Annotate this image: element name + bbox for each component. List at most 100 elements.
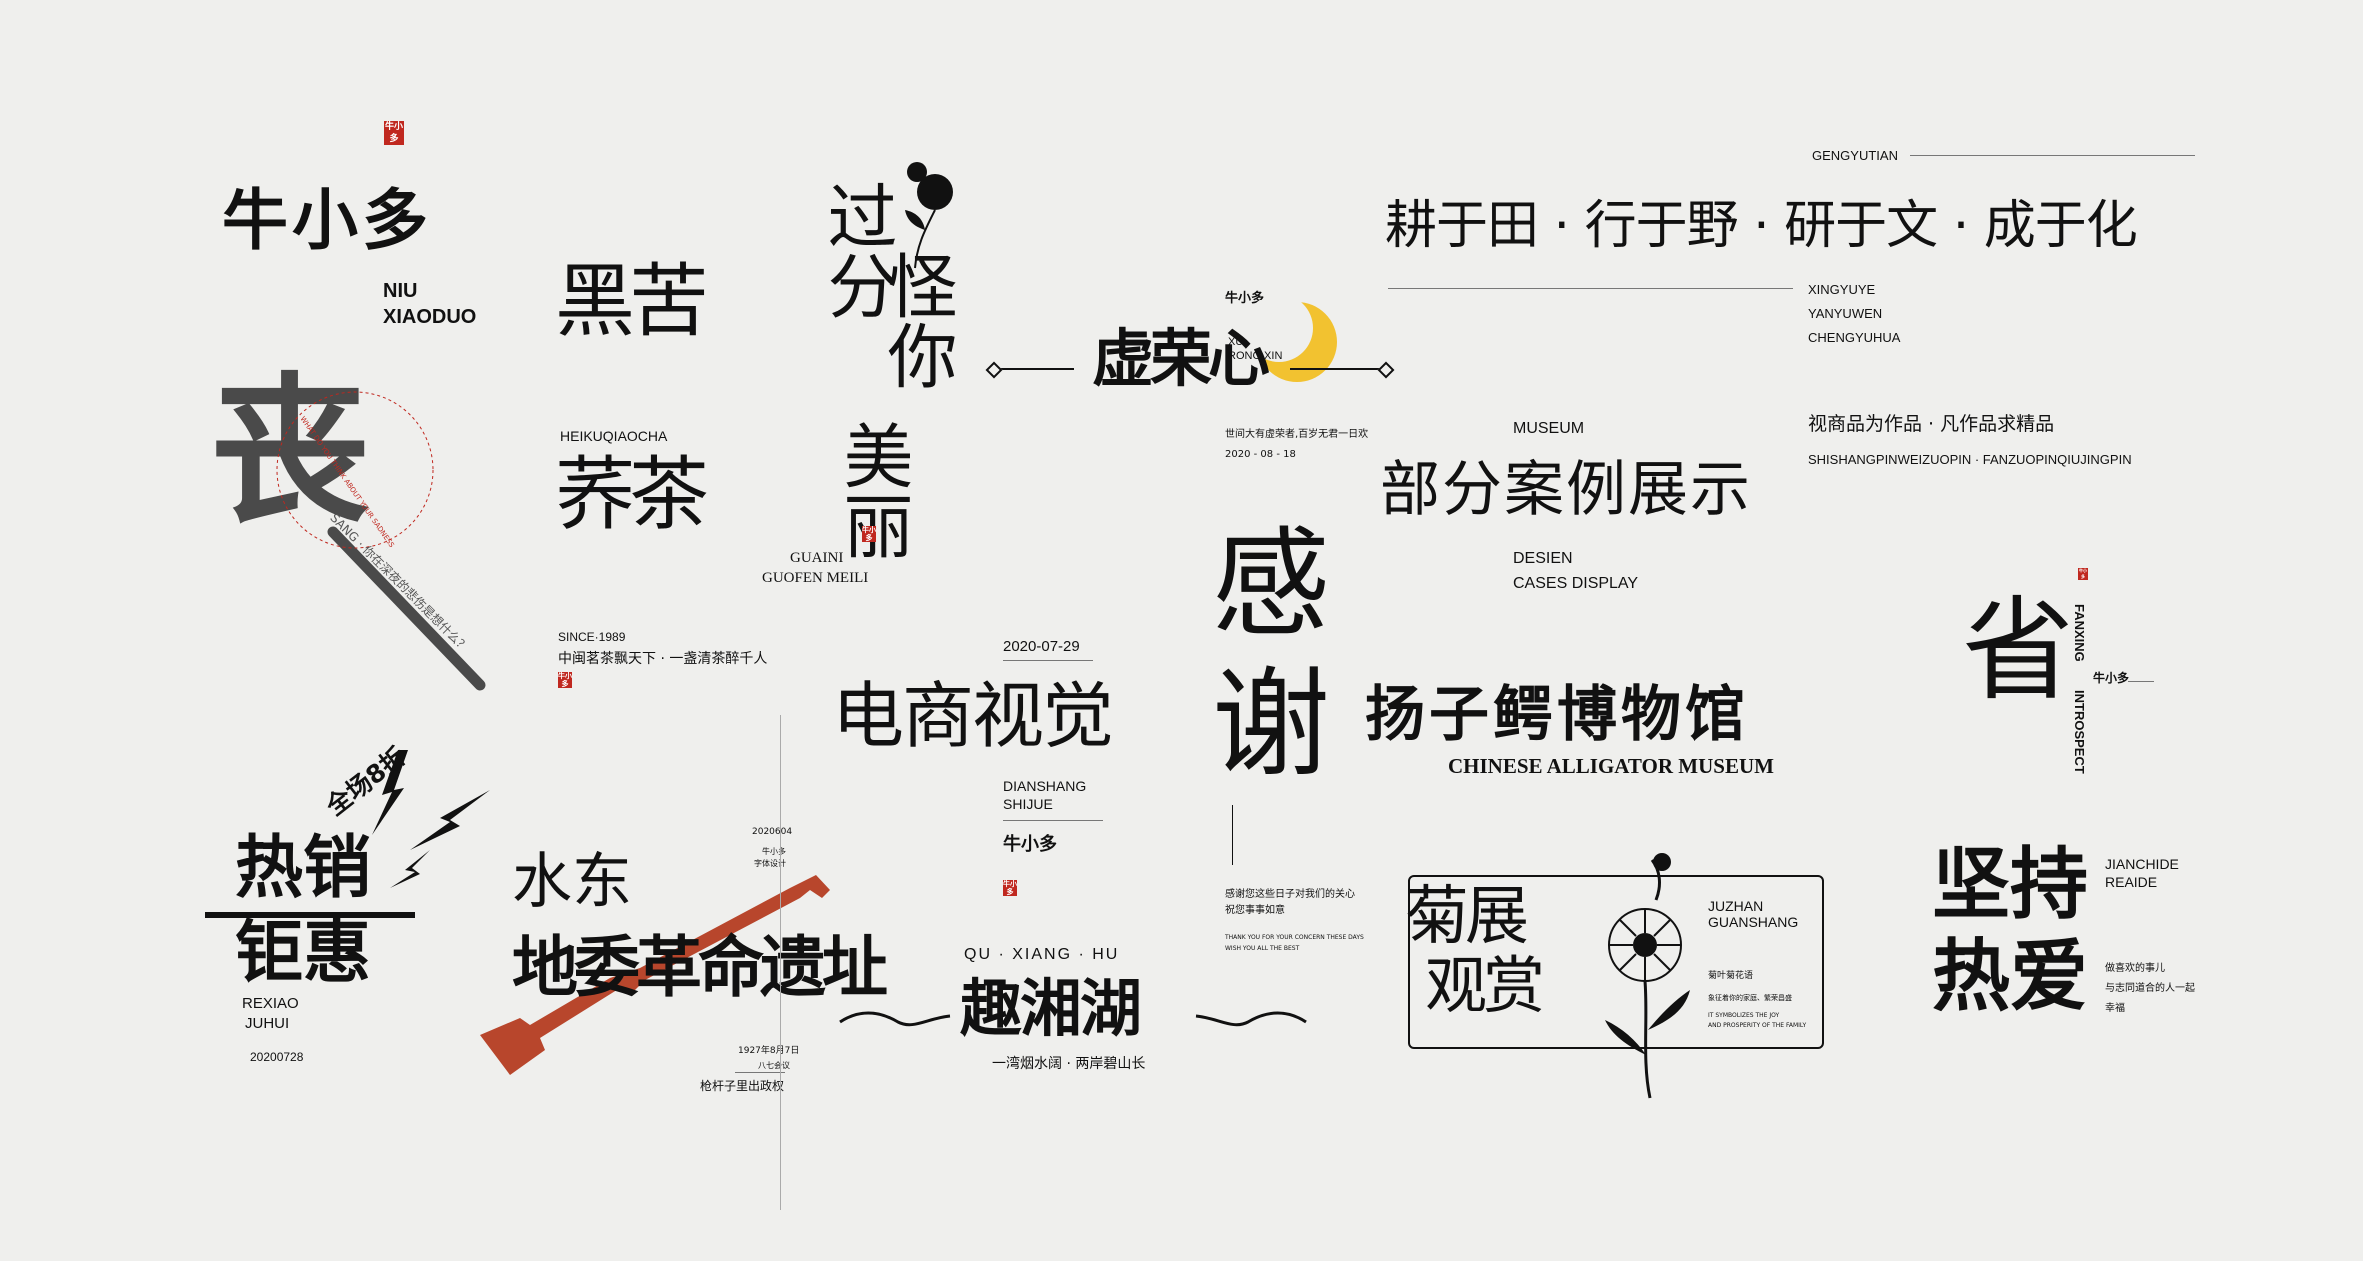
xurongxin-rule-right xyxy=(1290,368,1390,370)
heiku-pinyin: HEIKUQIAOCHA xyxy=(560,428,668,444)
rexiao-en2: JUHUI xyxy=(245,1015,290,1032)
xurongxin-en1: XU xyxy=(1228,336,1244,348)
fanxing-en1: FANXING xyxy=(2072,604,2087,662)
xurongxin-rule-left xyxy=(992,368,1074,370)
dianshang-en1: DIANSHANG xyxy=(1003,778,1087,794)
flower-icon xyxy=(905,162,953,269)
quxianghu-title: 趣湘湖 xyxy=(960,972,1142,1045)
quxianghu-waves xyxy=(839,1011,1307,1027)
xurongxin-diamond-right xyxy=(1377,361,1395,379)
sang-glyph: 丧 xyxy=(210,358,371,545)
guaini-en2: GUOFEN MEILI xyxy=(762,570,869,586)
xurongxin-brand: 牛小多 xyxy=(1225,291,1265,306)
gengyutian-sub2: YANYUWEN xyxy=(1808,306,1883,321)
ganxie-en2: WISH YOU ALL THE BEST xyxy=(1225,945,1300,952)
ganxie-divider xyxy=(1232,805,1233,865)
ganxie-line2: 谢 xyxy=(1212,655,1331,793)
fanxing-en2: INTROSPECT xyxy=(2072,690,2087,774)
shuidong-slogan: 枪杆子里出政权 xyxy=(700,1079,785,1093)
rifle-icon xyxy=(480,875,830,1075)
niuxiaoduo-en1: NIU xyxy=(383,280,418,302)
museum-sub2: CASES DISPLAY xyxy=(1513,575,1639,592)
ganxie-en1: THANK YOU FOR YOUR CONCERN THESE DAYS xyxy=(1225,934,1364,941)
rexiao-en1: REXIAO xyxy=(242,995,299,1012)
heiku-slogan: 中闽茗茶飘天下 · 一盏清茶醉千人 xyxy=(558,651,768,667)
gengyutian-rule-bottom xyxy=(1388,288,1793,289)
jianchi-note3: 幸福 xyxy=(2105,1003,2125,1014)
shuidong-brand: 牛小多 xyxy=(762,847,786,856)
xurongxin-tagline: 世间大有虚荣者,百岁无君一日欢 xyxy=(1225,429,1369,440)
heiku-since: SINCE·1989 xyxy=(558,630,626,644)
fanxing-glyph: 省 xyxy=(1962,586,2074,716)
xurongxin-title: 虚荣心 xyxy=(1092,322,1270,395)
heiku-line1: 黑苦 xyxy=(555,255,709,348)
juzhan-desc: 象征着你的家庭、繁荣昌盛 xyxy=(1708,994,1792,1002)
ganxie-line1: 感 xyxy=(1212,515,1331,653)
gengyutian-sub1: XINGYUYE xyxy=(1808,282,1876,297)
shuidong-meeting: 八七会议 xyxy=(758,1061,790,1070)
alligator-title: 扬子鳄博物馆 xyxy=(1365,680,1749,750)
sang-stroke xyxy=(327,526,486,691)
shuidong-year: 1927年8月7日 xyxy=(738,1046,800,1056)
dianshang-title: 电商视觉 xyxy=(832,674,1114,758)
dianshang-date: 2020-07-29 xyxy=(1003,638,1080,655)
jianchi-note1: 做喜欢的事儿 xyxy=(2105,963,2165,974)
rexiao-line2: 钜惠 xyxy=(235,914,372,993)
shishang-pinyin: SHISHANGPINWEIZUOPIN · FANZUOPINQIUJINGP… xyxy=(1808,452,2132,467)
fanxing-seal: 牛小多 xyxy=(2078,568,2088,580)
shuidong-line2: 地委革命遗址 xyxy=(512,929,888,1006)
seal-stamp: 牛小多 xyxy=(384,121,404,145)
sang-graphic xyxy=(276,391,486,691)
ganxie-note2: 祝您事事如意 xyxy=(1225,905,1285,916)
rexiao-date: 20200728 xyxy=(250,1050,304,1064)
rexiao-line1: 热销 xyxy=(235,829,372,908)
guaini-en1: GUAINI xyxy=(790,550,844,566)
quxianghu-pinyin: QU · XIANG · HU xyxy=(964,946,1120,963)
dianshang-rule-bottom xyxy=(1003,820,1103,821)
ganxie-note1: 感谢您这些日子对我们的关心 xyxy=(1225,889,1355,900)
gengyutian-rule-top xyxy=(1910,155,2195,156)
jianchi-en2: REAIDE xyxy=(2105,874,2158,890)
shuidong-vertical-rule xyxy=(780,715,781,1210)
niuxiaoduo-title: 牛小多 xyxy=(222,182,432,259)
museum-title: 部分案例展示 xyxy=(1380,455,1752,525)
juzhan-frame xyxy=(1408,875,1824,1049)
dianshang-seal: 牛小多 xyxy=(1003,880,1017,896)
chrysanthemum-icon xyxy=(1605,853,1690,1099)
juzhan-line2: 观赏 xyxy=(1425,949,1545,1022)
jianchi-line2: 热爱 xyxy=(1932,932,2089,1022)
fanxing-rule xyxy=(2128,681,2154,682)
shuidong-line1: 水东 xyxy=(512,847,632,917)
dianshang-rule-top xyxy=(1003,660,1093,661)
fanxing-brand: 牛小多 xyxy=(2093,671,2130,685)
lightning-icon xyxy=(372,750,490,888)
guaini-seal: 牛小多 xyxy=(862,526,876,542)
rexiao-bar xyxy=(205,912,415,918)
juzhan-en3: IT SYMBOLIZES THE JOY xyxy=(1708,1012,1780,1019)
sang-ring xyxy=(276,391,434,549)
museum-sub1: DESIEN xyxy=(1513,550,1573,567)
jianchi-en1: JIANCHIDE xyxy=(2105,856,2179,872)
moon-icon xyxy=(1255,300,1337,382)
shuidong-date: 2020604 xyxy=(752,827,793,837)
xurongxin-date: 2020 - 08 - 18 xyxy=(1225,449,1296,460)
shishang-title: 视商品为作品 · 凡作品求精品 xyxy=(1808,413,2055,435)
juzhan-en2: GUANSHANG xyxy=(1708,914,1799,930)
juzhan-en4: AND PROSPERITY OF THE FAMILY xyxy=(1708,1022,1807,1029)
xurongxin-diamond-left xyxy=(985,361,1003,379)
dianshang-brand: 牛小多 xyxy=(1003,834,1057,855)
guaini-col2: 怪你 xyxy=(876,250,958,390)
jianchi-line1: 坚持 xyxy=(1932,840,2089,930)
quxianghu-slogan: 一湾烟水阔 · 两岸碧山长 xyxy=(992,1056,1146,1072)
alligator-en: CHINESE ALLIGATOR MUSEUM xyxy=(1448,754,1774,778)
niuxiaoduo-en2: XIAODUO xyxy=(383,306,477,328)
juzhan-en1: JUZHAN xyxy=(1708,898,1764,914)
xurongxin-en2: RONG XIN xyxy=(1228,350,1283,362)
shuidong-studio: 字体设计 xyxy=(754,859,786,868)
juzhan-sub: 菊叶菊花语 xyxy=(1708,971,1754,981)
dianshang-en2: SHIJUE xyxy=(1003,796,1053,812)
jianchi-note2: 与志同道合的人一起 xyxy=(2105,983,2195,994)
shuidong-rule xyxy=(735,1072,785,1073)
heiku-line2: 荞茶 xyxy=(555,448,709,541)
